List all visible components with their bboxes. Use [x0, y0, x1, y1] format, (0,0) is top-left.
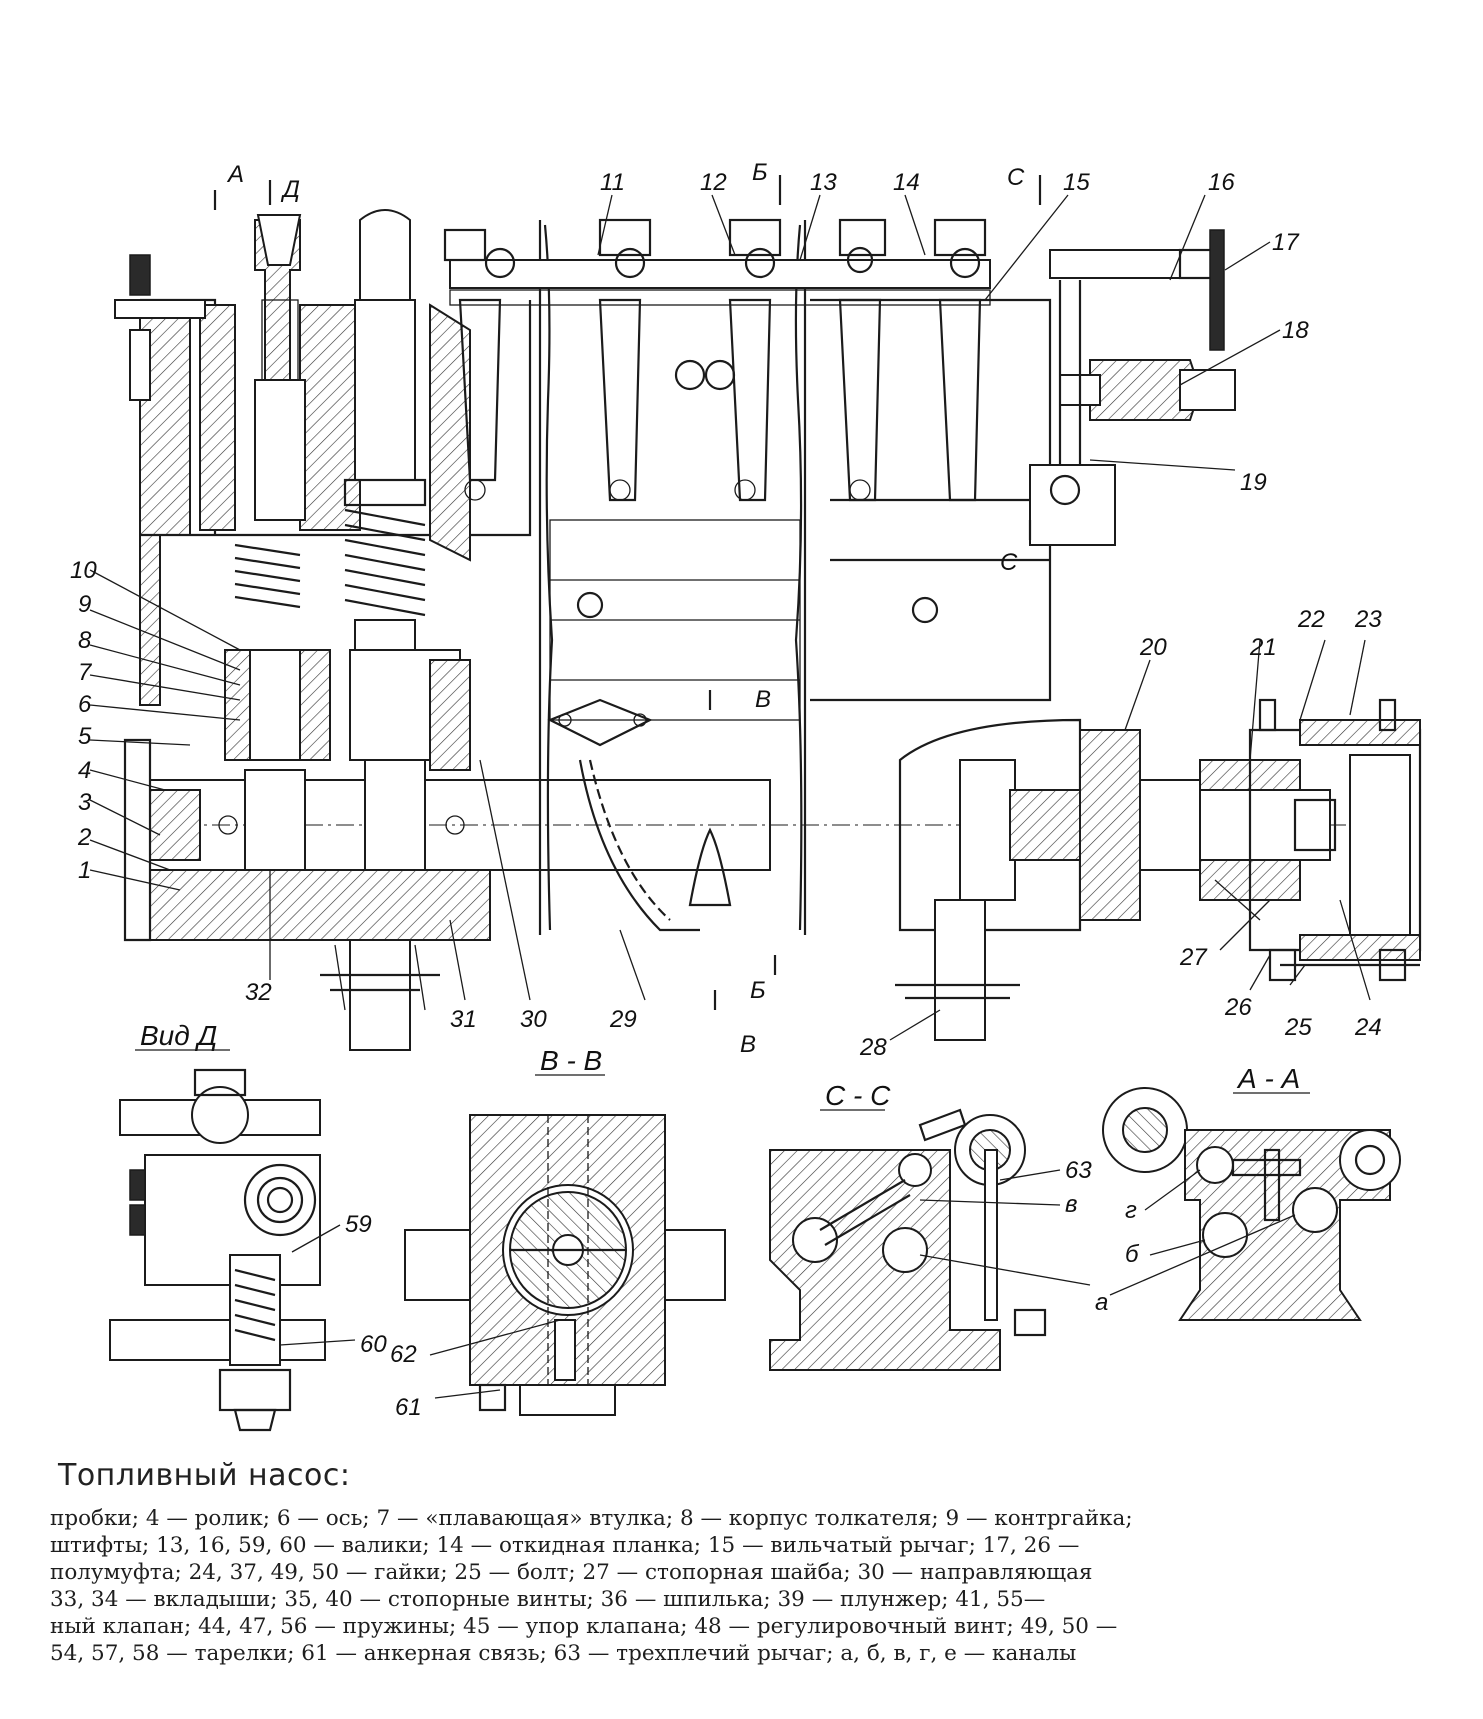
view-v-v-title: В - В: [540, 1045, 602, 1076]
callout-6: 6: [78, 691, 92, 718]
channel-a: а: [1095, 1289, 1108, 1316]
view-v-v: В - В 62 61: [390, 1045, 726, 1421]
callout-7: 7: [78, 659, 93, 686]
caption-line: 33, 34 — вкладыши; 35, 40 — стопорные ви…: [50, 1587, 1046, 1612]
section-mark-d: Д: [280, 176, 300, 203]
callout-10: 10: [70, 557, 97, 584]
caption-text: пробки; 4 — ролик; 6 — ось; 7 — «плавающ…: [50, 1505, 1440, 1667]
callout-17: 17: [1272, 229, 1300, 256]
channel-g: г: [1125, 1197, 1137, 1224]
caption-line: 54, 57, 58 — тарелки; 61 — анкерная связ…: [50, 1641, 1077, 1666]
section-mark-b-top: Б: [752, 159, 768, 186]
view-d: Вид Д 59 60: [109, 1020, 387, 1432]
callout-16: 16: [1208, 169, 1235, 196]
callout-3: 3: [78, 789, 92, 816]
fuel-pump-drawing: А Д Б С С В Б В 10 9 8 7 6 5 4 3 2 1 11 …: [70, 159, 1422, 1432]
callout-28: 28: [859, 1034, 887, 1061]
callout-18: 18: [1282, 317, 1309, 344]
caption-title: Топливный насос:: [58, 1458, 351, 1493]
callout-19: 19: [1240, 469, 1267, 496]
callout-61: 61: [395, 1394, 422, 1421]
leader-lines: [89, 194, 1371, 1041]
view-c-c: С - С 63 в: [769, 1080, 1092, 1371]
callout-60: 60: [360, 1331, 387, 1358]
callout-59: 59: [345, 1211, 372, 1238]
main-section: [114, 175, 1422, 1051]
callout-23: 23: [1354, 606, 1382, 633]
view-a-a-title: А - А: [1236, 1063, 1300, 1094]
callout-27: 27: [1179, 944, 1208, 971]
callout-13: 13: [810, 169, 837, 196]
callout-63: 63: [1065, 1157, 1092, 1184]
callout-26: 26: [1224, 994, 1252, 1021]
callout-22: 22: [1297, 606, 1325, 633]
callout-9: 9: [78, 591, 91, 618]
caption-line: полумуфта; 24, 37, 49, 50 — гайки; 25 — …: [50, 1560, 1093, 1585]
callout-11: 11: [600, 169, 625, 196]
plunger-spring: [344, 508, 426, 617]
callout-25: 25: [1284, 1014, 1312, 1041]
callout-1: 1: [78, 857, 91, 884]
callout-62: 62: [390, 1341, 417, 1368]
callout-2: 2: [77, 824, 91, 851]
callout-29: 29: [609, 1006, 637, 1033]
view-a-a: А - А г б а: [1095, 1063, 1401, 1321]
channel-v: в: [1065, 1191, 1078, 1218]
caption-line: пробки; 4 — ролик; 6 — ось; 7 — «плавающ…: [50, 1506, 1133, 1531]
callout-8: 8: [78, 627, 92, 654]
rocker-rack: [443, 218, 991, 502]
callout-31: 31: [450, 1006, 477, 1033]
section-marks: А Д Б С С В Б В: [226, 159, 1025, 1058]
channel-b: б: [1125, 1241, 1140, 1268]
callout-14: 14: [893, 169, 920, 196]
section-mark-c-top: С: [1007, 164, 1025, 191]
section-mark-c-mid: С: [1000, 549, 1018, 576]
callout-numbers: 10 9 8 7 6 5 4 3 2 1 11 12 13 14 15 16 1…: [70, 169, 1382, 1061]
caption-line: ный клапан; 44, 47, 56 — пружины; 45 — у…: [50, 1614, 1118, 1639]
callout-20: 20: [1139, 634, 1167, 661]
callout-4: 4: [78, 757, 91, 784]
caption-line: штифты; 13, 16, 59, 60 — валики; 14 — от…: [50, 1533, 1080, 1558]
section-mark-b-bottom: Б: [750, 977, 766, 1004]
view-c-c-title: С - С: [825, 1080, 891, 1111]
section-mark-v-mid: В: [755, 686, 771, 713]
view-d-title: Вид Д: [140, 1020, 217, 1051]
callout-12: 12: [700, 169, 727, 196]
callout-30: 30: [520, 1006, 547, 1033]
callout-21: 21: [1249, 634, 1277, 661]
callout-24: 24: [1354, 1014, 1382, 1041]
callout-15: 15: [1063, 169, 1090, 196]
section-mark-v-bottom: В: [740, 1031, 756, 1058]
callout-32: 32: [245, 979, 272, 1006]
section-mark-a: А: [226, 161, 244, 188]
callout-5: 5: [78, 723, 92, 750]
